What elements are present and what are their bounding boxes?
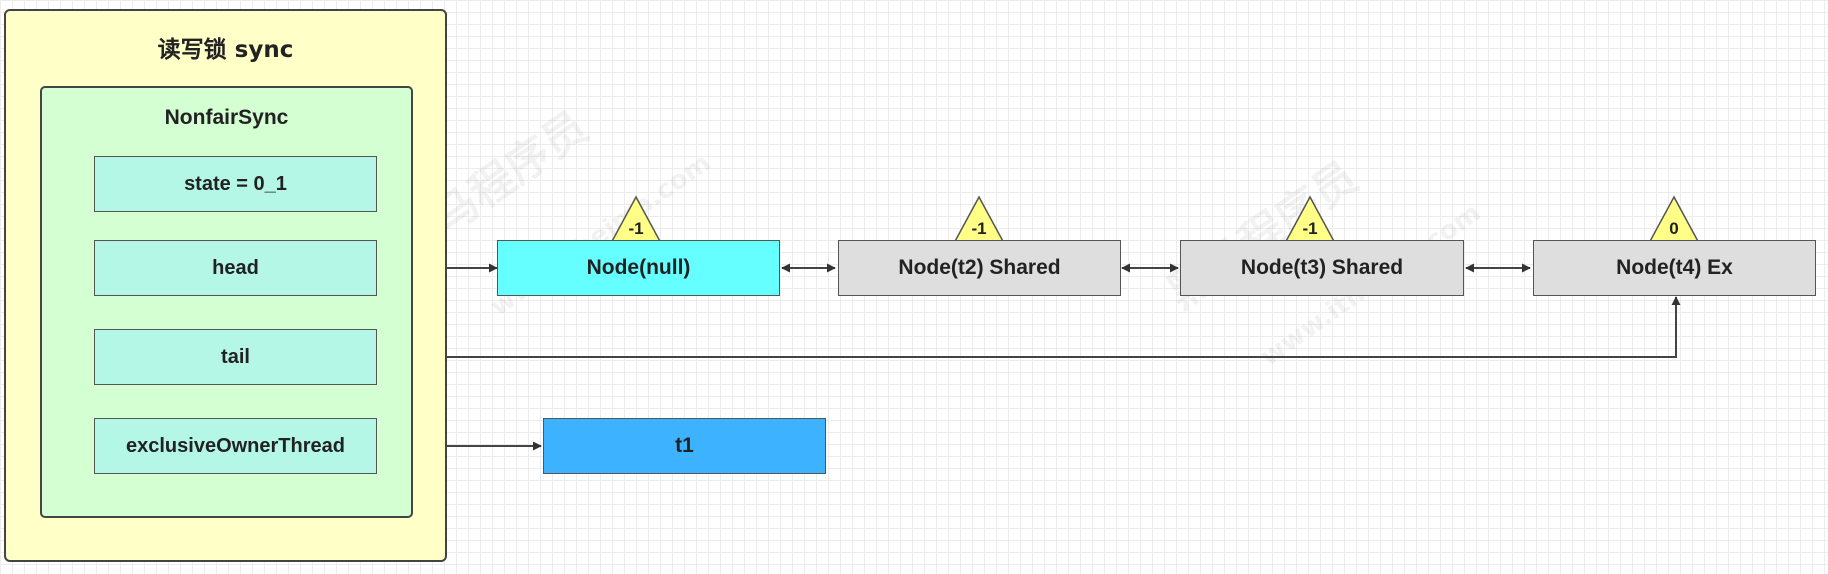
waitstatus-label-4: 0 [1669, 219, 1679, 238]
tail-field: tail [94, 329, 377, 385]
nonfair-sync-title: NonfairSync [164, 106, 289, 129]
rwlock-sync-title: 读写锁 sync [157, 37, 294, 63]
queue-node-t2: Node(t2) Shared [838, 240, 1121, 296]
owner-thread-t1: t1 [543, 418, 826, 474]
queue-node-head: Node(null) [497, 240, 780, 296]
state-field: state = 0_1 [94, 156, 377, 212]
tail-pointer-arrow [377, 296, 1681, 358]
waitstatus-label-1: -1 [628, 219, 644, 238]
waitstatus-label-2: -1 [971, 219, 987, 238]
waitstatus-label-3: -1 [1302, 219, 1318, 238]
queue-node-t4: Node(t4) Ex [1533, 240, 1816, 296]
queue-node-t3: Node(t3) Shared [1180, 240, 1464, 296]
exclusive-owner-thread-field: exclusiveOwnerThread [94, 418, 377, 474]
head-field: head [94, 240, 377, 296]
